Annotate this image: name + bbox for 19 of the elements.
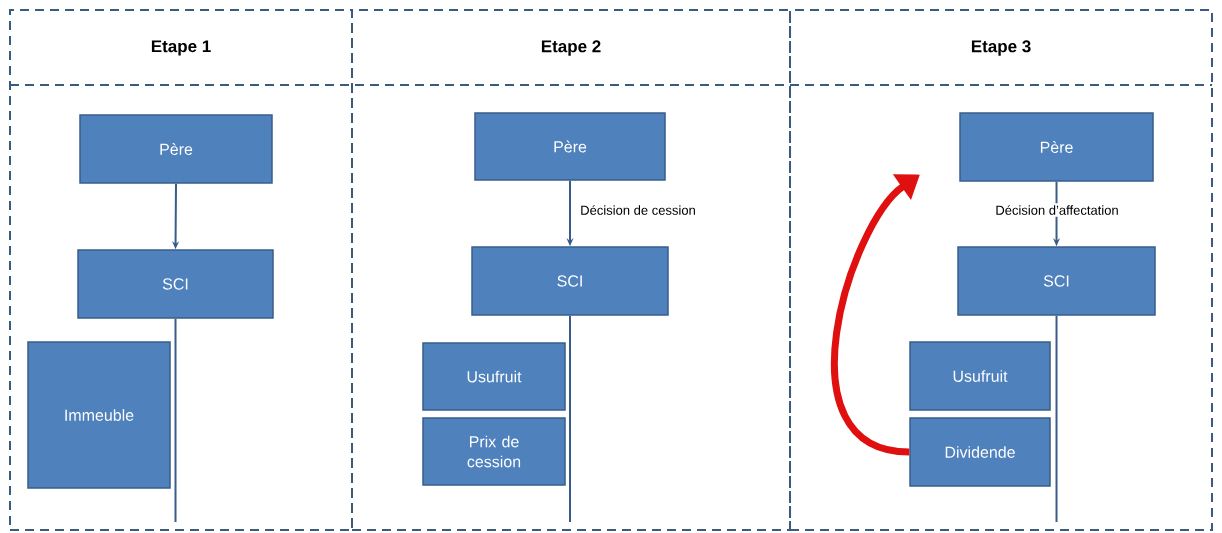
stage-heading: Etape 1 [151,40,211,56]
process-box: Père [79,114,273,184]
process-box: SCI [957,246,1156,316]
edge-label: Décision de cession [581,205,695,215]
process-box: Usufruit [909,341,1051,411]
process-box: Dividende [909,417,1051,487]
connector-line [569,314,571,523]
connector-line [174,317,177,523]
stage-heading: Etape 3 [971,40,1031,56]
process-box: Père [959,112,1154,182]
process-box: Prix de cession [422,417,566,486]
process-box: SCI [77,249,274,319]
process-box: Immeuble [27,341,171,489]
process-box: Père [474,112,666,181]
process-box: Usufruit [422,342,566,411]
stage-heading: Etape 2 [541,40,601,56]
edge-label: Décision d’affectation [993,203,1121,217]
process-box: SCI [471,246,669,316]
connector-line [1055,314,1058,523]
